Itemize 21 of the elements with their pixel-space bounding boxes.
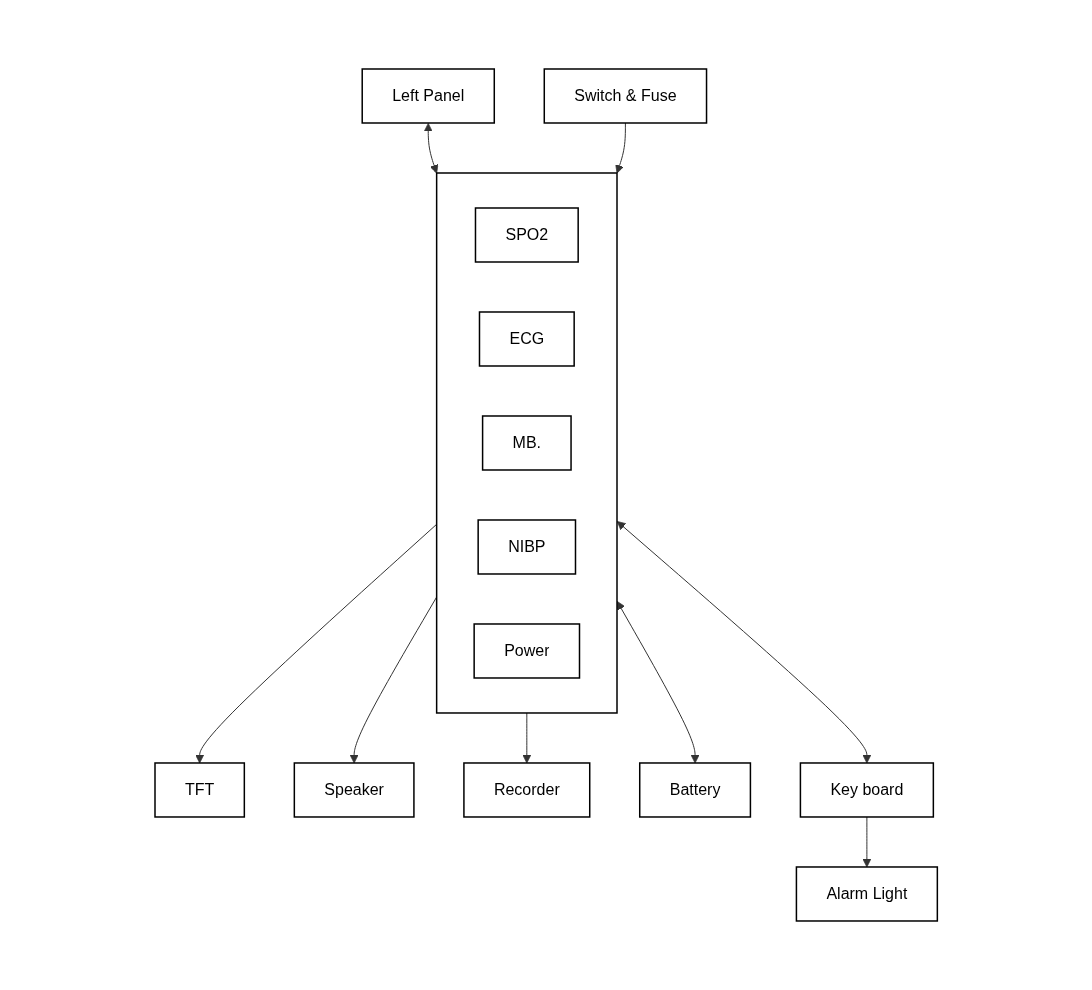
arrow (423, 123, 439, 174)
arrow (616, 601, 700, 764)
node-box: Battery (638, 762, 751, 818)
arrow (616, 521, 872, 764)
node-box: MB. (481, 415, 572, 471)
node-box: Speaker (293, 762, 415, 818)
node-box: Key board (799, 762, 934, 818)
node-box: ECG (478, 311, 575, 367)
node-box: NIBP (477, 519, 577, 575)
node-box: Alarm Light (795, 866, 938, 922)
node-box: Switch & Fuse (543, 68, 708, 124)
node-box: SPO2 (474, 207, 579, 263)
node-box: TFT (154, 762, 245, 818)
arrow (615, 122, 626, 174)
node-box: Power (473, 623, 581, 679)
node-box: Left Panel (361, 68, 495, 124)
arrow (195, 523, 437, 764)
arrow (522, 712, 532, 764)
arrow (862, 816, 872, 868)
cluster (435, 172, 618, 714)
node-box: Recorder (463, 762, 591, 818)
